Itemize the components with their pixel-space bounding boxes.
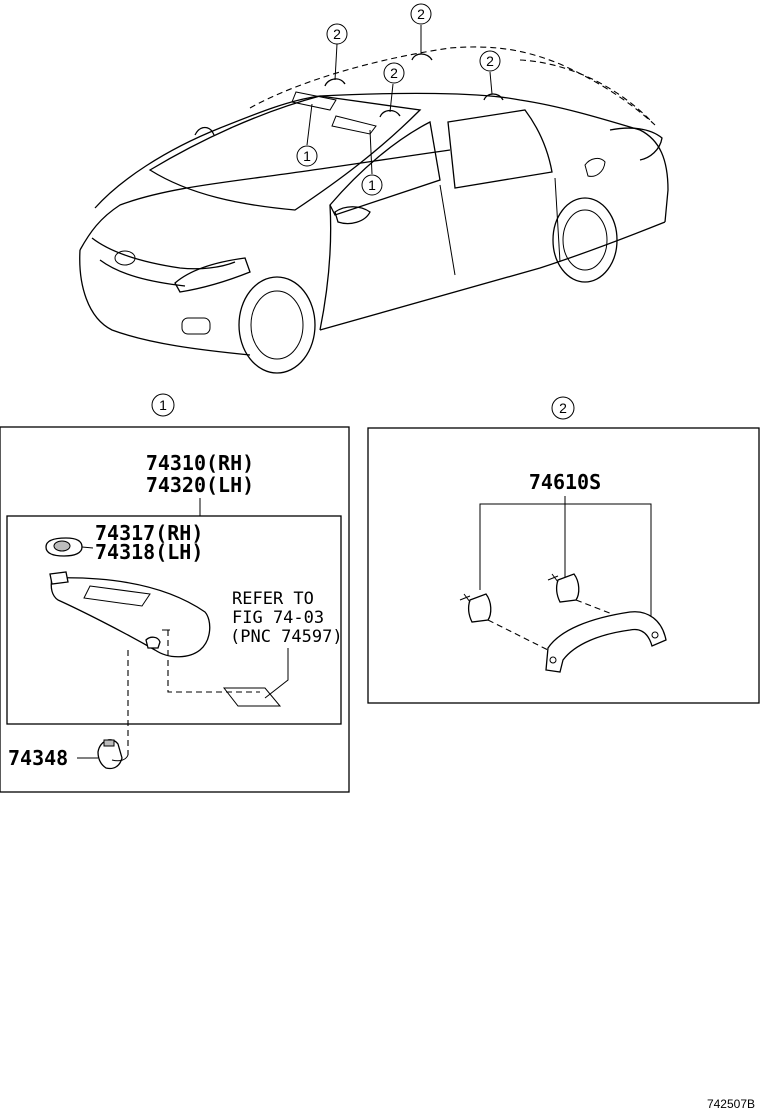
callout-grip-4: 2 [479, 50, 501, 72]
grip-assy-label: 74610S [529, 470, 601, 494]
svg-text:1: 1 [368, 177, 376, 193]
callout-visor-2: 1 [361, 174, 383, 196]
callout-visor-1: 1 [296, 145, 318, 167]
callout-grip-2: 2 [410, 3, 432, 25]
car-illustration: 2 2 2 2 1 1 [79, 3, 669, 374]
section-callout-grip: 2 [551, 396, 575, 420]
clip-label: 74348 [8, 746, 68, 770]
svg-text:1: 1 [159, 397, 167, 413]
visor-lh-label: 74320(LH) [146, 473, 254, 497]
section-callout-visor: 1 [151, 393, 175, 417]
visor-clip-part [97, 739, 129, 770]
panel-assist-grip: 74610S [367, 427, 760, 704]
svg-text:2: 2 [486, 53, 494, 69]
refer-to-text: REFER TO [232, 589, 314, 609]
svg-text:2: 2 [390, 65, 398, 81]
svg-text:2: 2 [559, 400, 567, 416]
panel-sun-visor: 74310(RH) 74320(LH) 74317(RH) 74318(LH) … [0, 426, 350, 793]
callout-grip-1: 2 [326, 23, 348, 45]
refer-pnc-text: (PNC 74597) [230, 627, 343, 647]
grip-cover-right-part [547, 573, 580, 603]
holder-lh-label: 74318(LH) [95, 540, 203, 564]
visor-rh-label: 74310(RH) [146, 451, 254, 475]
grip-cover-left-part [459, 593, 492, 623]
refer-fig-text: FIG 74-03 [232, 608, 324, 628]
sun-visor-part [49, 571, 211, 658]
figure-id: 742507B [707, 1097, 755, 1111]
visor-holder-part [45, 537, 94, 557]
svg-text:1: 1 [303, 148, 311, 164]
callout-grip-3: 2 [383, 62, 405, 84]
holder-rh-label: 74317(RH) [95, 521, 203, 545]
svg-text:2: 2 [333, 26, 341, 42]
assist-grip-part [545, 611, 667, 673]
svg-text:2: 2 [417, 6, 425, 22]
